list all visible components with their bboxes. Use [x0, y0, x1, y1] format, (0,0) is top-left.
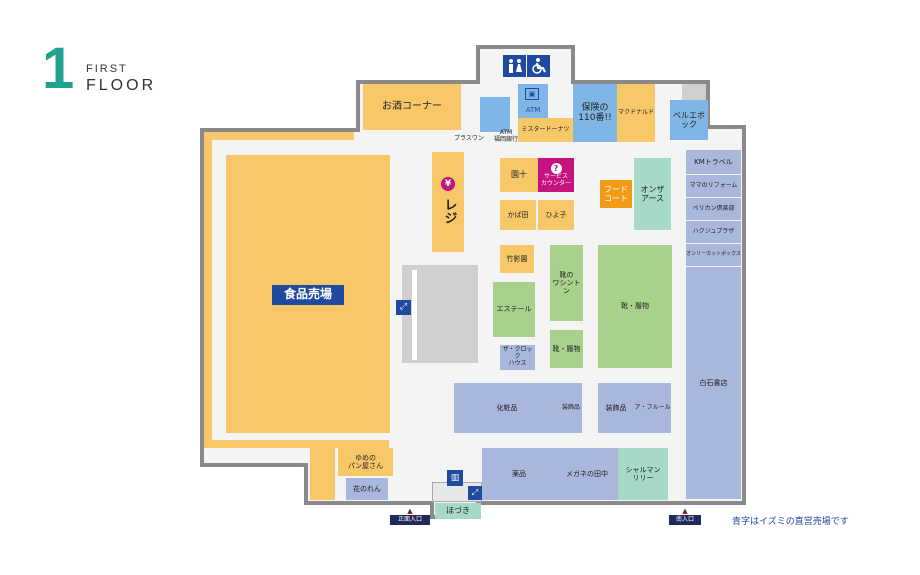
service-counter[interactable]: ? サービス カウンター — [538, 158, 574, 192]
south-entrance-marker: ▲ — [682, 506, 688, 515]
floor-number: 1 — [42, 36, 75, 101]
atm-label: ATM — [525, 105, 541, 114]
shop-jewelry-1[interactable]: 装飾品 — [560, 383, 582, 433]
floor-label-floor: FLOOR — [86, 77, 157, 94]
shop-hiyoko[interactable]: ひよ子 — [538, 200, 574, 230]
shop-hoken[interactable]: 保険の 110番!! — [573, 84, 617, 142]
food-label: 食品売場 — [272, 285, 344, 305]
shop-sake-corner[interactable]: お酒コーナー — [363, 84, 461, 130]
shop-yumeno-bakery[interactable]: ゆめの パン屋さん — [338, 448, 393, 476]
shop-charman-lily[interactable]: シャルマン リリー — [618, 448, 668, 500]
bottom-left-shop — [310, 448, 335, 500]
shop-pelican[interactable]: ペリカン倶楽部 — [686, 198, 741, 220]
escalator-icon: ⤢ — [396, 300, 411, 315]
main-entrance-marker: ▲ — [407, 506, 413, 515]
shop-only-cutbox[interactable]: オンリーカットボックス — [686, 244, 741, 266]
food-left-strip — [204, 132, 354, 140]
service-counter-label: サービス カウンター — [540, 172, 571, 187]
plaswan-label: プラスワン — [454, 134, 484, 142]
restroom-icon — [503, 55, 526, 77]
shop-misdo[interactable]: ミスタードーナツ — [518, 118, 573, 142]
shop-onza-earth[interactable]: オンザ アース — [634, 158, 671, 230]
shop-megane-tanaka[interactable]: メガネの田中 — [556, 448, 618, 500]
shop-km-travel[interactable]: KMトラベル — [686, 150, 741, 174]
shop-food-court[interactable]: フード コート — [600, 180, 632, 208]
shop-hozuki[interactable]: ほづき — [435, 503, 481, 519]
shop-plaswan[interactable] — [480, 97, 510, 132]
shop-takeyabu[interactable]: 竹影園 — [500, 245, 534, 273]
shop-jewelry-2[interactable]: 装飾品 — [598, 383, 634, 433]
atm-bank-label: ATM 福岡銀行 — [493, 129, 518, 143]
floor-label-first: FIRST — [86, 63, 128, 75]
question-icon: ? — [550, 162, 562, 174]
shop-cosmetics[interactable]: 化粧品 — [454, 383, 560, 433]
shop-esteel[interactable]: エステール — [493, 282, 535, 337]
shop-mama-reform[interactable]: ママのリフォーム — [686, 175, 741, 197]
south-entrance-label[interactable]: 南入口 — [669, 515, 701, 525]
shop-pharmacy[interactable]: 薬品 — [482, 448, 556, 500]
elevator-icon: ▥ — [447, 470, 463, 486]
escalator-icon-bottom: ⤢ — [468, 486, 482, 500]
atm-icon: ▣ — [525, 88, 539, 100]
escalator-steps — [412, 270, 417, 360]
shop-bellbox[interactable]: ベルエボック — [670, 100, 708, 140]
shop-mcdonalds[interactable]: マクドナルド — [617, 84, 655, 142]
shop-kabata[interactable]: かば田 — [500, 200, 536, 230]
shop-afleur[interactable]: ア・フルール — [634, 383, 671, 433]
shop-hananoren[interactable]: 花のれん — [346, 478, 388, 500]
food-left-wall — [204, 140, 212, 448]
main-entrance-label[interactable]: 正面入口 — [390, 515, 430, 525]
register-label: レジ — [441, 198, 457, 224]
atm-area[interactable] — [518, 84, 548, 118]
elevator-block — [682, 84, 706, 100]
shop-shiraishi[interactable]: 白石書店 — [686, 267, 741, 499]
shop-koju[interactable]: 園十 — [500, 158, 538, 192]
food-bottom-strip — [204, 440, 389, 448]
shop-shoes-small[interactable]: 靴・履物 — [550, 330, 583, 368]
wheelchair-icon — [527, 55, 550, 77]
shop-clock-house[interactable]: ザ・クロック ハウス — [500, 345, 535, 370]
yen-icon: ¥ — [441, 177, 455, 191]
shop-hakuju[interactable]: ハクジュプラザ — [686, 221, 741, 243]
register-area[interactable] — [432, 152, 464, 252]
direct-store-note: 青字はイズミの直営売場です — [732, 517, 849, 527]
shop-washington[interactable]: 靴の ワシントン — [550, 245, 583, 321]
shop-shoes-big[interactable]: 靴・履物 — [598, 245, 672, 368]
